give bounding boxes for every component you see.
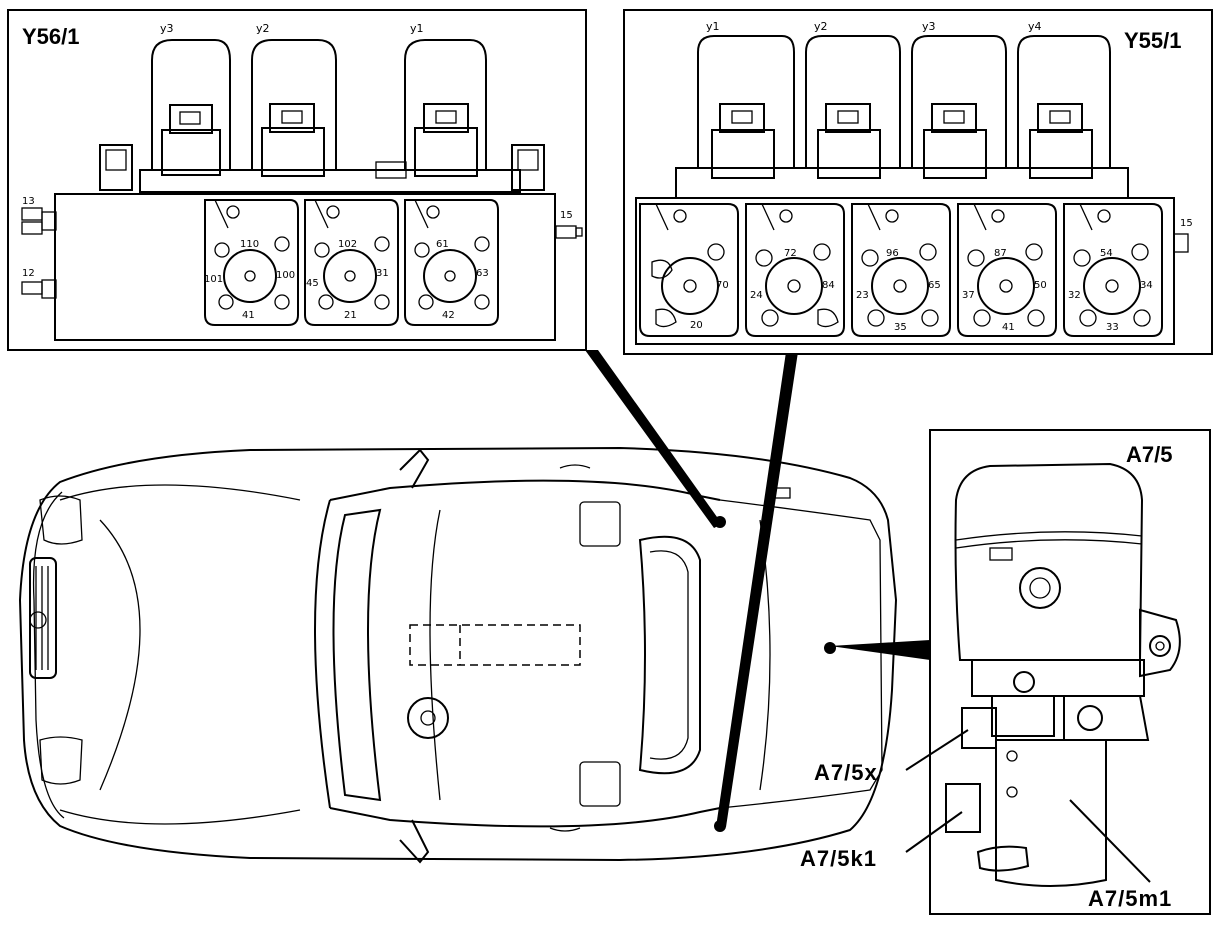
valve-y2 bbox=[251, 39, 337, 177]
valve-label-y1: y1 bbox=[410, 22, 424, 35]
y55-port-plate-4 bbox=[957, 203, 1057, 337]
y55-port-plate-2 bbox=[745, 203, 845, 337]
valve-label-y2: y2 bbox=[256, 22, 270, 35]
y55-port-plate-3 bbox=[851, 203, 951, 337]
y55-port-5-bottom: 33 bbox=[1106, 322, 1119, 333]
marker-dot-y55 bbox=[714, 820, 726, 832]
port-label-1-right: 100 bbox=[276, 270, 295, 281]
callout-leader-m1 bbox=[1069, 799, 1151, 883]
panel-y55: Y55/1 y1 y2 y3 y4 bbox=[623, 9, 1213, 355]
connector-label-15: 15 bbox=[560, 210, 573, 221]
port-label-1-top: 110 bbox=[240, 239, 259, 250]
valve-y55-y4 bbox=[1017, 35, 1111, 179]
y55-port-4-top: 87 bbox=[994, 248, 1007, 259]
valve-label-y55-y4: y4 bbox=[1028, 20, 1042, 33]
vehicle-top-view bbox=[18, 446, 898, 864]
marker-dot-y56 bbox=[714, 516, 726, 528]
valve-y1 bbox=[404, 39, 487, 177]
valve-y3 bbox=[151, 39, 231, 176]
port-plate-1 bbox=[204, 199, 299, 326]
callout-leader-k1 bbox=[905, 811, 963, 853]
callout-leader-x bbox=[905, 729, 969, 771]
connector-label-12: 12 bbox=[22, 268, 35, 279]
callout-a75k1: A7/5k1 bbox=[800, 846, 877, 871]
marker-dot-a75 bbox=[824, 642, 836, 654]
y55-port-4-bottom: 41 bbox=[1002, 322, 1015, 333]
valve-y55-y2 bbox=[805, 35, 901, 179]
panel-y56: Y56/1 y3 y2 y1 bbox=[7, 9, 587, 351]
y55-port-4-left: 37 bbox=[962, 290, 975, 301]
y55-port-3-left: 23 bbox=[856, 290, 869, 301]
port-label-3-bottom: 42 bbox=[442, 310, 455, 321]
y55-port-4-right: 50 bbox=[1034, 280, 1047, 291]
port-label-3-right: 63 bbox=[476, 268, 489, 279]
y55-port-5-top: 54 bbox=[1100, 248, 1113, 259]
y55-port-3-right: 65 bbox=[928, 280, 941, 291]
leader-lines bbox=[585, 350, 930, 832]
y55-port-1-right: 70 bbox=[716, 280, 729, 291]
valve-label-y55-y1: y1 bbox=[706, 20, 720, 33]
y55-port-5-left: 32 bbox=[1068, 290, 1081, 301]
port-plate-2 bbox=[304, 199, 399, 326]
y55-port-2-left: 24 bbox=[750, 290, 763, 301]
panel-a75: A7/5 A7/5x A7/5k1 A7/5m1 bbox=[800, 429, 1211, 915]
port-label-3-top: 61 bbox=[436, 239, 449, 250]
port-label-2-left: 45 bbox=[306, 278, 319, 289]
port-label-1-left: 101 bbox=[204, 274, 223, 285]
y55-port-plate-1 bbox=[639, 203, 739, 337]
port-label-1-bottom: 41 bbox=[242, 310, 255, 321]
panel-title-y55: Y55/1 bbox=[1124, 28, 1182, 53]
panel-title-a75: A7/5 bbox=[1126, 442, 1172, 467]
callout-a75m1: A7/5m1 bbox=[1088, 886, 1172, 911]
y55-port-1-bottom: 20 bbox=[690, 320, 703, 331]
leader-y55 bbox=[716, 352, 798, 827]
panel-title-y56: Y56/1 bbox=[22, 24, 80, 49]
port-label-2-top: 102 bbox=[338, 239, 357, 250]
y55-port-plate-5 bbox=[1063, 203, 1163, 337]
y55-port-3-top: 96 bbox=[886, 248, 899, 259]
y55-port-3-bottom: 35 bbox=[894, 322, 907, 333]
leader-y56 bbox=[585, 350, 722, 528]
valve-y55-y3 bbox=[911, 35, 1007, 179]
connector-label-y55-15: 15 bbox=[1180, 218, 1193, 229]
valve-label-y3: y3 bbox=[160, 22, 174, 35]
port-label-2-right: 31 bbox=[376, 268, 389, 279]
y55-port-2-top: 72 bbox=[784, 248, 797, 259]
valve-y55-y1 bbox=[697, 35, 795, 179]
connector-label-13: 13 bbox=[22, 196, 35, 207]
y55-port-5-right: 34 bbox=[1140, 280, 1153, 291]
valve-label-y55-y2: y2 bbox=[814, 20, 828, 33]
port-label-2-bottom: 21 bbox=[344, 310, 357, 321]
callout-a75x: A7/5x bbox=[814, 760, 878, 785]
leader-a75 bbox=[830, 640, 930, 660]
valve-label-y55-y3: y3 bbox=[922, 20, 936, 33]
y55-port-2-right: 84 bbox=[822, 280, 835, 291]
port-plate-3 bbox=[404, 199, 499, 326]
